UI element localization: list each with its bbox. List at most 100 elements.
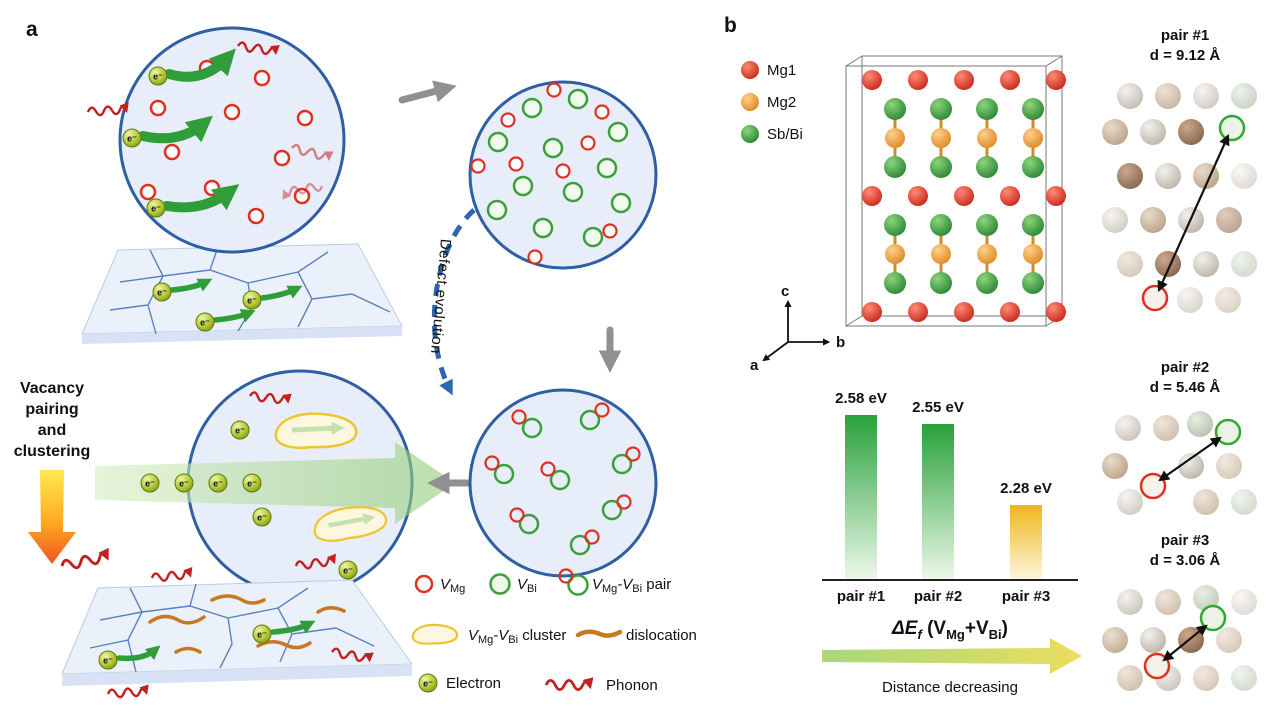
atom: [1215, 287, 1241, 313]
atom: [1155, 589, 1181, 615]
electron-arrow: [212, 309, 256, 323]
vacancy-pair: [484, 455, 515, 485]
electron: [242, 290, 262, 310]
pair-distance-arrow: [1162, 624, 1208, 662]
mg-vacancy-site: [1141, 284, 1169, 312]
electron: [230, 420, 250, 440]
electron-arrow: [169, 278, 213, 293]
legend-swatch-mg2: [741, 93, 759, 111]
electron: [148, 66, 168, 86]
electron: [146, 198, 166, 218]
bi-vacancies: [486, 88, 632, 248]
legend-label-mg1: Mg1: [767, 62, 796, 79]
electron: [122, 128, 142, 148]
atom-sbbi: [1022, 214, 1044, 236]
electron-transport-arrow: [95, 442, 455, 524]
atom: [1193, 251, 1219, 277]
phonon-wave: [152, 570, 191, 582]
dislocation-line: [210, 594, 266, 605]
atom: [1231, 489, 1257, 515]
atom-mg1: [1046, 70, 1066, 90]
slab-top-face: [81, 243, 403, 335]
atom: [1193, 665, 1219, 691]
mg1-row: [862, 186, 1066, 206]
atom: [1153, 415, 1179, 441]
pair-3-structure: pair #3 d = 3.06 Å: [1102, 532, 1257, 691]
mg-vacancy: [273, 149, 291, 167]
faded-electron-arrow: [328, 513, 376, 528]
electron: [208, 473, 228, 493]
atom: [1117, 489, 1143, 515]
atom: [1140, 207, 1166, 233]
bar-value-label: 2.55 eV: [912, 399, 964, 416]
atom-mg2: [885, 244, 905, 264]
mg-vacancy: [139, 183, 157, 201]
vacancy-pair: [611, 446, 641, 475]
sbbi-row: [884, 272, 1044, 294]
pair-1-structure: pair #1 d = 9.12 Å: [1102, 27, 1257, 313]
atom-mg1: [908, 186, 928, 206]
atom: [1231, 589, 1257, 615]
electron-arrow: [116, 645, 161, 662]
mg2-rows: [885, 128, 1043, 264]
pair-distance-arrow: [1157, 133, 1230, 293]
axis-label-c: c: [781, 283, 789, 300]
vacancy-pair: [511, 409, 543, 439]
dislocation-line: [148, 614, 206, 625]
lattice-atoms: [1102, 585, 1257, 691]
vacancy-pair: [579, 402, 610, 431]
mg-vacancy: [149, 99, 167, 117]
atom: [1193, 83, 1219, 109]
legend-label-phonon: Phonon: [606, 677, 658, 694]
mg-vacancies: [470, 82, 618, 265]
mg-vacancy-site: [1139, 472, 1167, 500]
faded-electron-arrow: [291, 421, 345, 435]
mg-vacancy: [223, 103, 241, 121]
sbbi-row: [884, 214, 1044, 236]
vacancy-pair: [509, 507, 540, 535]
atom-mg2: [885, 128, 905, 148]
mg-vacancy: [594, 104, 610, 120]
electron: [152, 282, 172, 302]
region-mixed-vacancies: [468, 80, 658, 270]
polycrystal-slab-top: [81, 243, 403, 344]
mg-vacancy: [253, 69, 271, 87]
atom: [1115, 415, 1141, 441]
atom-mg1: [908, 302, 928, 322]
bi-vacancy: [542, 137, 564, 159]
atom-mg1: [954, 302, 974, 322]
region-vacancy-pairs: [468, 388, 658, 578]
distance-label: Distance decreasing: [882, 679, 1018, 696]
legend-label-dislocation: dislocation: [626, 627, 697, 644]
atom: [1117, 83, 1143, 109]
atom-sbbi: [884, 214, 906, 236]
xaxis-title: ΔEf (VMg+VBi): [891, 618, 1008, 642]
atom: [1140, 119, 1166, 145]
vacancy-pair: [569, 529, 600, 556]
mg-vacancy: [555, 163, 571, 179]
sbbi-rows: [884, 98, 1044, 294]
cluster-icon: [411, 623, 459, 645]
crystal-axes: [762, 299, 831, 362]
pair-title: pair #3: [1161, 532, 1209, 549]
atom: [1187, 411, 1213, 437]
mg-vacancy: [203, 179, 221, 197]
atom: [1117, 665, 1143, 691]
bi-vacancy: [567, 88, 589, 110]
bi-vacancy: [486, 199, 508, 221]
pair-2-structure: pair #2 d = 5.46 Å: [1102, 359, 1257, 515]
bar-value-label: 2.58 eV: [835, 390, 887, 407]
legend-label-vmg: VMg: [440, 576, 465, 595]
dislocation-line: [316, 606, 346, 614]
electron: [140, 473, 160, 493]
electron-arrow: [259, 285, 303, 301]
bi-vacancy-icon: [489, 573, 511, 595]
bi-vacancy-site: [1214, 418, 1242, 446]
atom: [1102, 627, 1128, 653]
atom: [1140, 627, 1166, 653]
atom-mg2: [977, 128, 997, 148]
legend-label-electron: Electron: [446, 675, 501, 692]
axis-label-a: a: [750, 357, 759, 374]
atom-sbbi: [1022, 98, 1044, 120]
atom-sbbi: [976, 272, 998, 294]
